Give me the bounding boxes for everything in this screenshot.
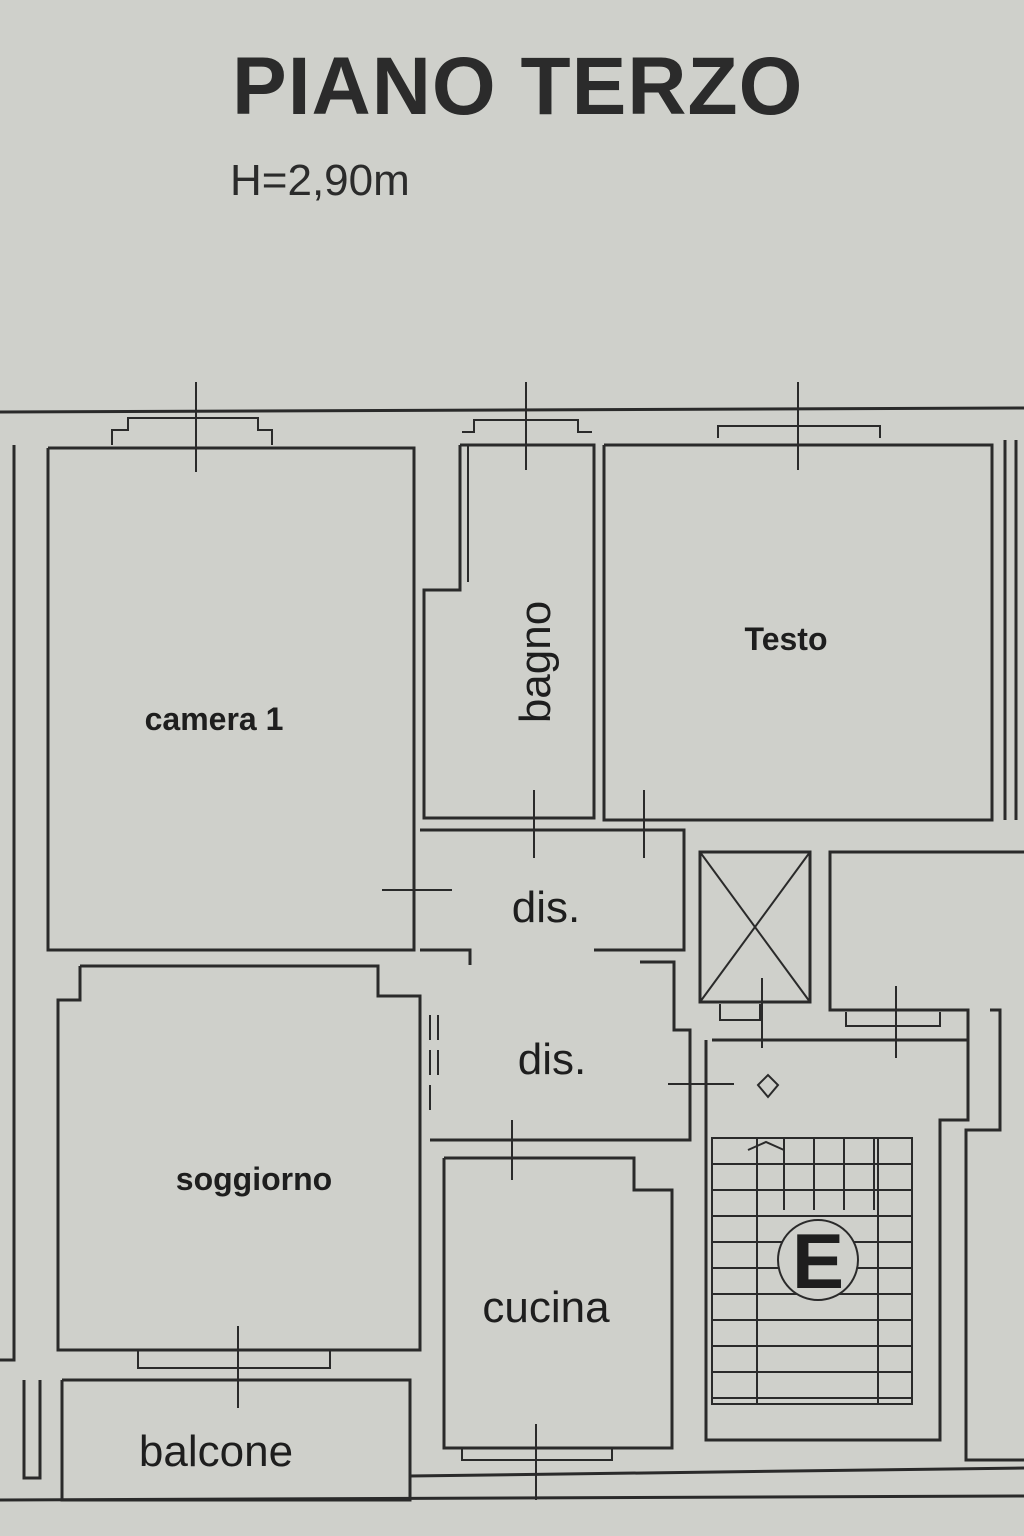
right-room-walls [828,850,1024,1040]
cucina-walls [442,1156,674,1450]
camera1-walls [46,446,416,952]
room-label-dis-lower: dis. [518,1035,586,1084]
stair-marker: E [777,1217,859,1305]
room-label-dis-upper: dis. [512,883,580,932]
room-label-soggiorno: soggiorno [176,1161,332,1197]
elevator-shaft [698,850,812,1004]
ceiling-height: H=2,90m [230,156,410,205]
room-label-cucina: cucina [482,1283,610,1332]
dis-lower-right-walls [430,960,692,1142]
room-label-bagno: bagno [511,601,560,723]
testo-walls [602,443,994,822]
door-marks [195,382,897,1500]
outer-walls [0,406,1024,1502]
room-label-testo: Testo [745,621,828,657]
floor-title: PIANO TERZO [232,41,804,132]
dis-lower-walls [420,948,472,965]
balcone-walls [60,1378,412,1502]
dis-upper-walls [420,828,686,952]
room-label-camera1: camera 1 [145,701,284,737]
bagno-walls [422,443,596,820]
landing-walls [704,1038,970,1442]
stair-marker-label: E [792,1217,844,1305]
soggiorno-walls [56,964,422,1352]
room-label-balcone: balcone [139,1427,293,1476]
entry-symbol [756,1073,780,1099]
